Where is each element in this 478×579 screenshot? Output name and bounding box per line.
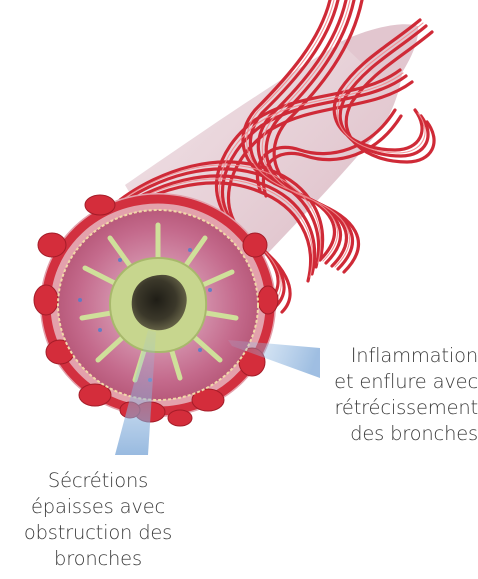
- bronchus-cross-section: [34, 193, 278, 426]
- secretions-label-line4: bronches: [4, 546, 192, 572]
- secretions-label-line1: Sécrétions: [4, 468, 192, 494]
- secretions-label-line2: épaisses avec: [4, 494, 192, 520]
- inflammation-label-line4: des bronches: [300, 421, 478, 447]
- secretions-label: Sécrétions épaisses avec obstruction des…: [4, 468, 192, 572]
- inflammation-label-line3: rétrécissement: [300, 395, 478, 421]
- inflammation-label: Inflammation et enflure avec rétrécissem…: [300, 343, 478, 447]
- inflammation-label-line1: Inflammation: [300, 343, 478, 369]
- inflammation-label-line2: et enflure avec: [300, 369, 478, 395]
- secretions-label-line3: obstruction des: [4, 520, 192, 546]
